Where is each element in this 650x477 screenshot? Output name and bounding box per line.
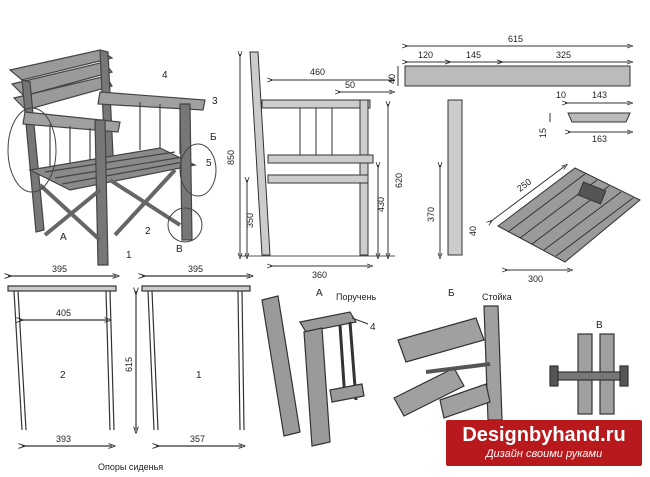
dim-120: 120 [418,50,433,60]
dim-370: 370 [426,207,436,222]
dim-143: 143 [592,90,607,100]
chair-3d-view [7,49,217,266]
callout-5: 5 [206,158,212,169]
dim-460: 460 [310,67,325,77]
seat-supports-caption: Опоры сиденья [98,462,163,472]
post-caption: Стойка [482,292,512,302]
dim-615-side: 615 [124,357,134,372]
seat-panel [490,166,641,270]
armrest-plan [397,46,630,87]
detail-b-post [393,305,503,421]
dim-395-b: 395 [188,264,203,274]
dim-620: 620 [394,173,404,188]
detail-a-armrest [261,295,369,447]
watermark-subtitle: Дизайн своими руками [485,448,603,460]
callout-a-3d: А [60,232,67,243]
site-watermark: Designbyhand.ru Дизайн своими руками [446,420,642,466]
dim-40-post: 40 [468,226,478,236]
dim-163: 163 [592,134,607,144]
armrest-caption: Поручень [336,292,377,302]
dim-325: 325 [556,50,571,60]
detail-a-label: А [316,288,323,299]
dim-250: 250 [515,177,533,194]
dim-395-a: 395 [52,264,67,274]
dim-615-top: 615 [508,34,523,44]
callout-1: 1 [126,250,132,261]
watermark-brand: Designbyhand.ru [462,424,626,446]
dim-300: 300 [528,274,543,284]
callout-b-3d: Б [210,132,217,143]
detail-v-bolt [549,333,629,415]
detail-b-label: Б [448,288,455,299]
seat-supports [8,276,250,446]
callout-4: 4 [162,70,168,81]
dim-40-arm: 40 [387,74,397,84]
side-view [240,52,395,266]
callout-2: 2 [145,226,151,237]
dim-405: 405 [56,308,71,318]
dim-360: 360 [312,270,327,280]
dim-850: 850 [226,150,236,165]
callout-3: 3 [212,96,218,107]
dim-350: 350 [245,213,255,228]
dim-50: 50 [345,80,355,90]
dim-393: 393 [56,434,71,444]
detail-v-label: В [596,320,603,331]
dim-15: 15 [538,128,548,138]
dim-145: 145 [466,50,481,60]
dim-430: 430 [376,197,386,212]
callout-v-3d: В [176,244,183,255]
detail-a-callout-4: 4 [370,322,376,333]
cross-bar-detail [549,103,630,132]
support-label-1: 1 [196,370,202,381]
dim-357: 357 [190,434,205,444]
support-label-2: 2 [60,370,66,381]
post-elevation [440,99,463,256]
dim-10: 10 [556,90,566,100]
